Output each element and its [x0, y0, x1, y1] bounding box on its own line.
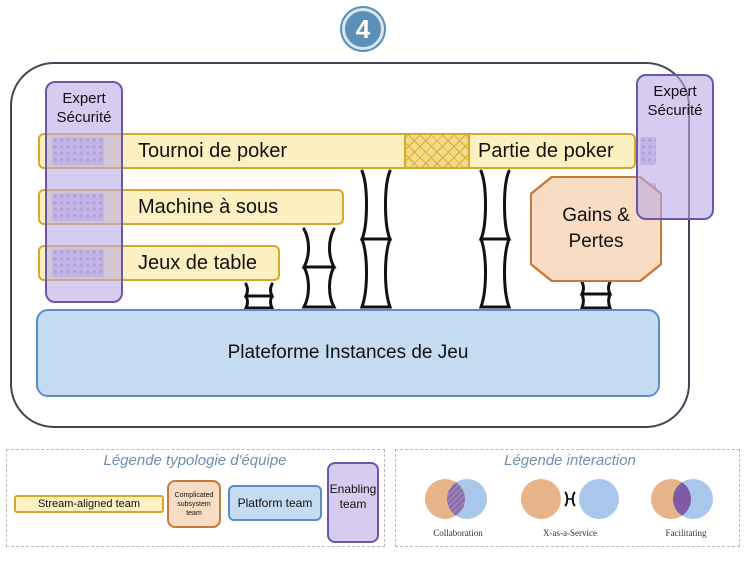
legend-stream-aligned: Stream-aligned team: [14, 495, 164, 513]
xaas-icon: [521, 479, 619, 519]
legend-platform: Platform team: [228, 485, 322, 521]
platform-team-label: Plateforme Instances de Jeu: [227, 342, 469, 363]
facilitating-icon: [651, 479, 713, 519]
legend-stream-aligned-label: Stream-aligned team: [37, 498, 141, 510]
platform-team-box[interactable]: Plateforme Instances de Jeu: [36, 309, 660, 397]
legend-enabling-line-2: team: [339, 497, 367, 511]
enabling-team-expert-right[interactable]: Expert Sécurité: [636, 74, 714, 220]
legend-enabling: Enabling team: [327, 462, 379, 543]
legend-facilitating-caption: Facilitating: [665, 528, 707, 538]
step-number-badge: 4: [342, 8, 384, 50]
subsystem-line-1: Gains &: [562, 205, 630, 226]
stream-team-poker-row[interactable]: Tournoi de poker: [38, 133, 636, 169]
stream-team-machine-label: Machine à sous: [138, 195, 279, 218]
stream-team-partie-label: Partie de poker: [478, 140, 614, 162]
stream-team-jeux-label: Jeux de table: [138, 251, 257, 274]
complicated-subsystem-gains-pertes[interactable]: Gains & Pertes: [532, 178, 660, 280]
enabling-team-expert-left[interactable]: Expert Sécurité: [45, 81, 123, 303]
legend-team-title: Légende typologie d'équipe: [103, 452, 287, 469]
legend-enabling-line-1: Enabling: [329, 482, 377, 496]
legend-interaction-title: Légende interaction: [504, 452, 636, 469]
legend-platform-label: Platform team: [237, 496, 313, 510]
subsystem-line-2: Pertes: [568, 231, 624, 252]
expert-right-line-2: Sécurité: [647, 102, 703, 119]
expert-left-line-2: Sécurité: [56, 109, 112, 126]
expert-left-line-1: Expert: [62, 90, 106, 107]
expert-right-line-1: Expert: [653, 83, 697, 100]
legend-complicated-label: Complicated subsystem team: [174, 491, 214, 517]
stream-team-tournoi-label: Tournoi de poker: [138, 139, 287, 162]
legend-xaas-caption: X-as-a-Service: [543, 528, 597, 538]
legend-complicated-subsystem: Complicated subsystem team: [167, 480, 221, 528]
legend-collaboration-caption: Collaboration: [433, 528, 483, 538]
legend-interaction-icons: [425, 479, 713, 519]
collaboration-icon: [425, 479, 487, 519]
collaboration-overlap-poker: [404, 133, 470, 169]
